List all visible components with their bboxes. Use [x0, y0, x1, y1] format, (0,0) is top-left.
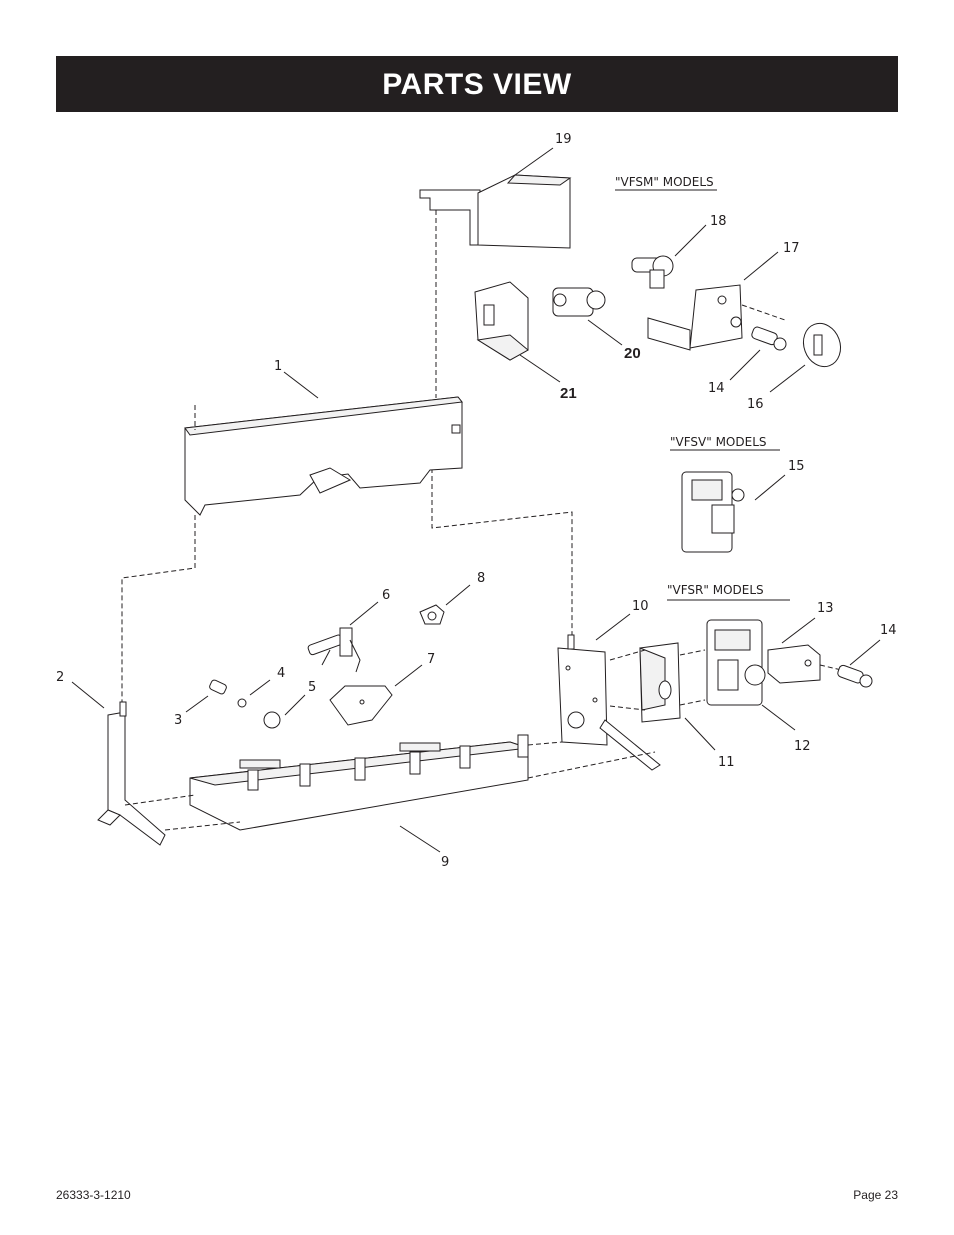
callout-21: 21 [560, 385, 577, 402]
part-7-plate: 7 [329, 652, 435, 726]
model-label-vfsm: "VFSM" MODELS [615, 175, 714, 189]
page-title: PARTS VIEW [382, 68, 572, 101]
part-13-bracket: 13 [767, 601, 834, 684]
part-19-shield: 19 [419, 132, 572, 249]
model-label-vfsr: "VFSR" MODELS [667, 583, 764, 597]
callout-18: 18 [710, 214, 727, 229]
part-17-bracket: 17 [647, 241, 800, 351]
callout-20: 20 [624, 345, 641, 362]
callout-7: 7 [427, 652, 435, 667]
part-20-valve: 20 [552, 287, 641, 362]
callout-12: 12 [794, 739, 811, 754]
callout-14-top: 14 [708, 381, 725, 396]
callout-15: 15 [788, 459, 805, 474]
callout-8: 8 [477, 571, 485, 586]
part-6-pilot: 6 [307, 588, 390, 673]
part-12-valve: 12 [706, 619, 811, 754]
callout-13: 13 [817, 601, 834, 616]
part-4-fitting: 4 [237, 666, 285, 708]
header-banner: PARTS VIEW [56, 56, 898, 112]
part-11-bracket: 11 [639, 642, 735, 770]
part-16-knob: 16 [747, 322, 842, 412]
part-10-bracket: 10 [557, 599, 661, 771]
document-number: 26333-3-1210 [56, 1188, 131, 1202]
page-number: Page 23 [853, 1188, 898, 1202]
part-3-fitting: 3 [174, 679, 227, 728]
callout-4: 4 [277, 666, 285, 681]
callout-2: 2 [56, 670, 64, 685]
part-14-ignitor-b: 14 [837, 623, 897, 688]
callout-6: 6 [382, 588, 390, 603]
callout-3: 3 [174, 713, 182, 728]
part-18-valve: 18 [631, 214, 727, 289]
part-8-nut: 8 [419, 571, 485, 625]
callout-10: 10 [632, 599, 649, 614]
part-2-bracket: 2 [56, 670, 166, 846]
callout-17: 17 [783, 241, 800, 256]
callout-1: 1 [274, 359, 282, 374]
callout-16: 16 [747, 397, 764, 412]
part-1-back-panel: 1 [184, 359, 463, 516]
part-14-ignitor-a: 14 [708, 326, 787, 396]
model-label-vfsv: "VFSV" MODELS [670, 435, 767, 449]
part-5-fitting: 5 [263, 680, 316, 729]
callout-9: 9 [441, 855, 449, 870]
callout-19: 19 [555, 132, 572, 147]
part-21-bracket: 21 [474, 281, 577, 402]
part-15-valve: 15 [681, 459, 805, 553]
part-9-burner-base: 9 [189, 734, 529, 870]
callout-5: 5 [308, 680, 316, 695]
callout-11: 11 [718, 755, 735, 770]
callout-14-right: 14 [880, 623, 897, 638]
